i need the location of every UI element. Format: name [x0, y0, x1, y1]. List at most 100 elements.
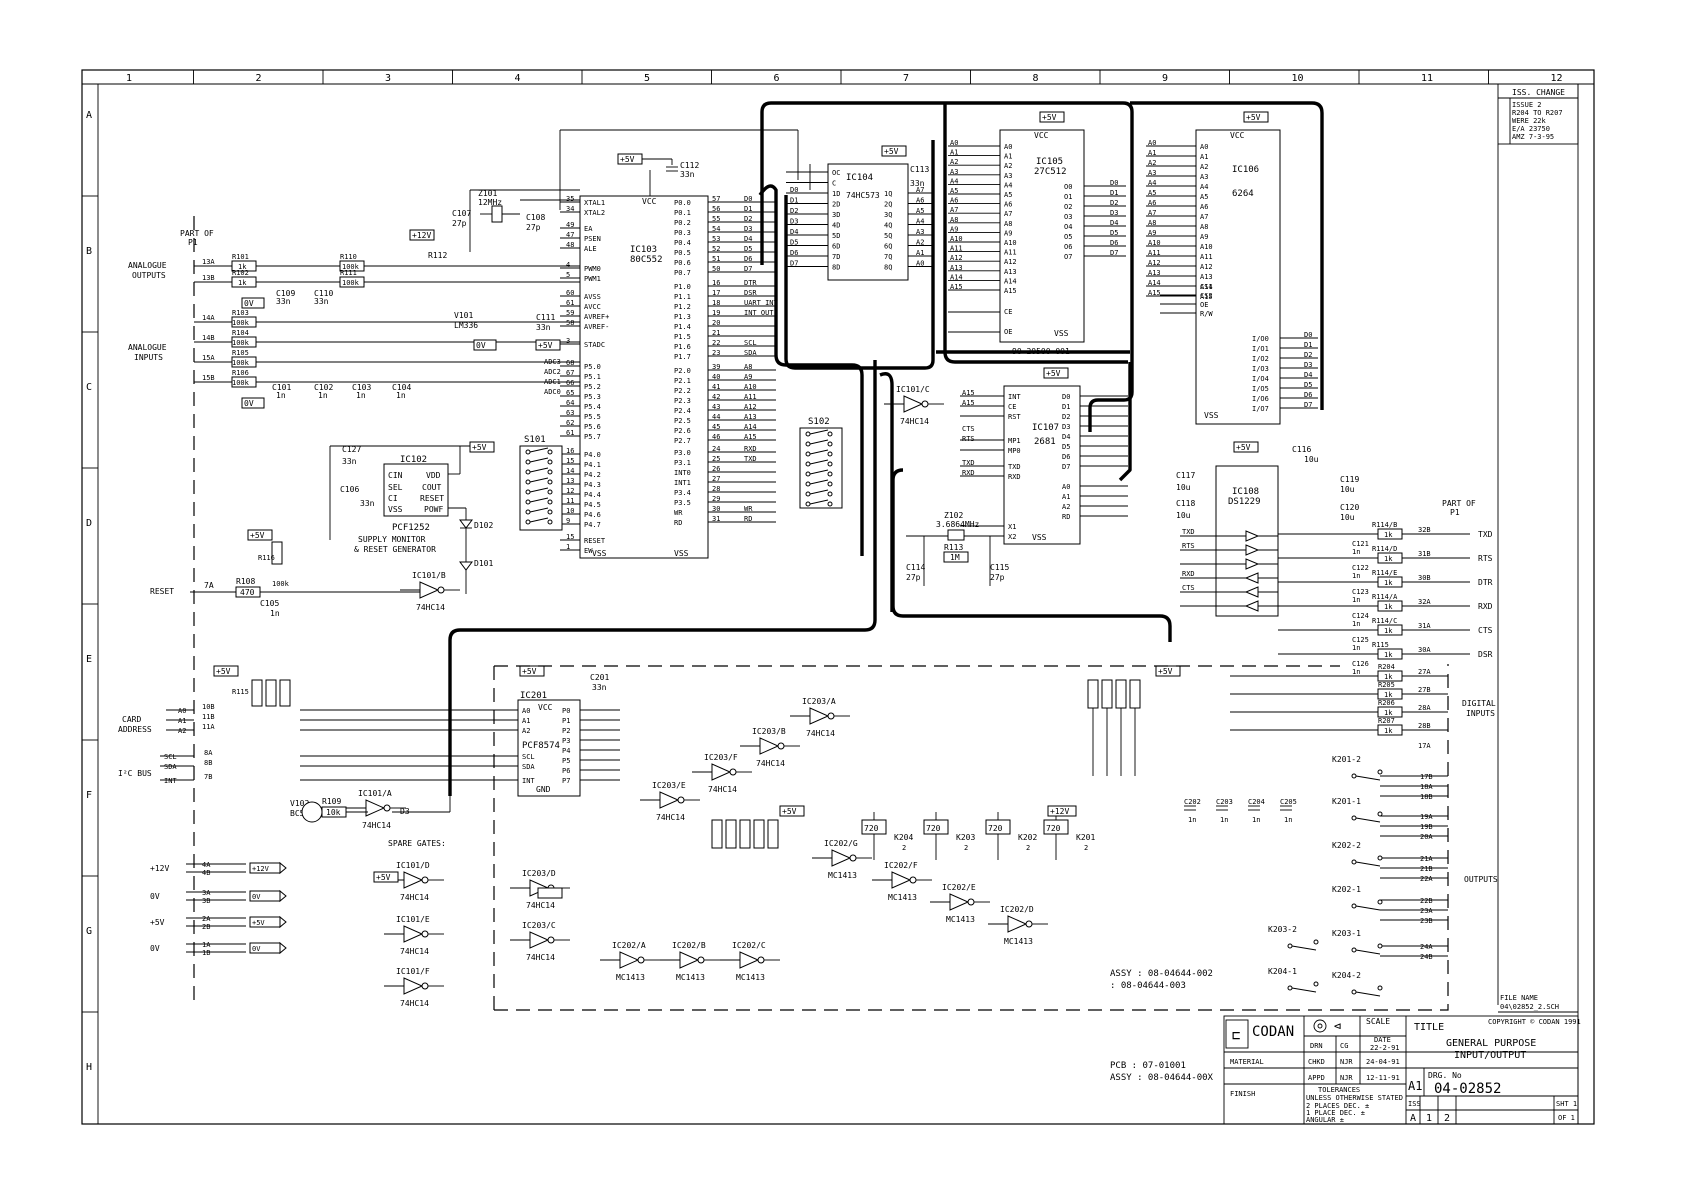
cap-ref: C115 [990, 563, 1009, 572]
pin-label: P4 [562, 747, 570, 755]
pin-label: AVREF+ [584, 313, 609, 321]
net-label: A0 [178, 707, 186, 715]
net-label: A5 [916, 207, 924, 215]
pin-label: 1D [832, 190, 840, 198]
column-label: 2 [256, 73, 262, 84]
pin-label: P3.4 [674, 489, 691, 497]
resistor-value: 100k [232, 339, 250, 347]
pin-label: PWM0 [584, 265, 601, 273]
connector-pin: 19A [1420, 813, 1433, 821]
drn-by: CG [1340, 1042, 1348, 1050]
pin-label: P3.5 [674, 499, 691, 507]
tolerances-line: UNLESS OTHERWISE STATED [1306, 1094, 1403, 1102]
coil-value: 720 [926, 824, 941, 833]
connector-pin: 8A [204, 749, 213, 757]
net-label: A4 [916, 218, 924, 226]
gate-symbol [403, 977, 424, 995]
gate-part: 74HC14 [900, 417, 929, 426]
cap-value: 1n [270, 609, 280, 618]
pin-number: 23 [712, 349, 720, 357]
ic107-pins: INTCERSTMP1MP0TXDRXDX1X2A15A15CTSRTSTXDR… [960, 389, 1128, 541]
pin-label: P2.7 [674, 437, 691, 445]
pin-label: 8D [832, 264, 840, 272]
row-label: H [86, 1062, 92, 1073]
net-label: A6 [950, 197, 958, 205]
pin-number: 25 [712, 455, 720, 463]
pin-label: D0 [1062, 393, 1070, 401]
connector-pin: 1A [202, 941, 211, 949]
pin-label: 7D [832, 253, 840, 261]
switch-lever [529, 487, 549, 493]
relay-contact [1377, 899, 1383, 905]
crystal-z101: Z101 12MHz C107 27p C108 27p [452, 189, 580, 252]
cap-value: 33n [276, 297, 291, 306]
r202-resistors [711, 819, 779, 849]
scale-label: SCALE [1366, 1017, 1390, 1026]
revision-line: ISSUE 2 [1512, 101, 1542, 109]
net-label: D5 [744, 245, 752, 253]
coil-value: 720 [988, 824, 1003, 833]
pin-label: P4.3 [584, 481, 601, 489]
switch-lever [529, 457, 549, 463]
connector-pin: 15B [202, 374, 215, 382]
pin-label: I/O1 [1252, 345, 1269, 353]
cap-ref: C205 [1280, 798, 1297, 806]
resistor-ref: R111 [340, 269, 357, 277]
pin-label: 4Q [884, 222, 892, 230]
pin-label: A9 [1200, 233, 1208, 241]
pin-number: 47 [566, 231, 574, 239]
pin-number: 28 [712, 485, 720, 493]
relay-lever [1355, 775, 1381, 781]
pin-label: A2 [1004, 162, 1012, 170]
power-label: 0V [150, 944, 160, 953]
assy-note: : 08-04644-003 [1110, 981, 1186, 991]
pin-number: 15 [566, 457, 574, 465]
cap-ref: C122 [1352, 564, 1369, 572]
pin-label: A0 [522, 707, 530, 715]
pin-number: 30 [712, 505, 720, 513]
appd-date: 12-11-91 [1366, 1074, 1400, 1082]
ic103-ref: IC103 [630, 245, 657, 255]
cap-ref: C124 [1352, 612, 1369, 620]
pin-label: P1.7 [674, 353, 691, 361]
connector-pin: 2B [202, 923, 210, 931]
net-label: D2 [744, 215, 752, 223]
resistor-value: 100k [232, 359, 250, 367]
connector-pin: 18B [1420, 793, 1433, 801]
connector-pin: 11A [202, 723, 215, 731]
connector-pin: 23A [1420, 907, 1433, 915]
cap-value: 33n [360, 499, 375, 508]
pin-label: P4.2 [584, 471, 601, 479]
net-label: A12 [744, 403, 757, 411]
net-label: D2 [1304, 351, 1312, 359]
gate-part: 74HC14 [400, 999, 429, 1008]
pin-label: COUT [422, 483, 441, 492]
gate-part: MC1413 [736, 973, 765, 982]
cap-ref: C105 [260, 599, 279, 608]
spare-gates-label: SPARE GATES: [388, 839, 446, 848]
analogue-outputs-label: OUTPUTS [132, 271, 166, 280]
assy-note: ASSY : 08-04644-002 [1110, 969, 1213, 979]
net-label: D0 [1304, 331, 1312, 339]
cap-ref: C203 [1216, 798, 1233, 806]
gate-ref: IC101/E [396, 915, 430, 924]
supply-tag: +5V [1158, 667, 1173, 676]
ic107-part: 2681 [1034, 437, 1056, 447]
net-label: D7 [1110, 249, 1118, 257]
gate-part: MC1413 [676, 973, 705, 982]
switch-ref: S102 [808, 417, 830, 427]
switch-contact [827, 431, 833, 437]
switch-contact [805, 451, 811, 457]
cap-ref: C127 [342, 445, 361, 454]
connector-pin: 7A [204, 581, 214, 590]
connector-pin: 3B [202, 897, 210, 905]
supply-tag: +5V [376, 873, 391, 882]
pin-label: P1.6 [674, 343, 691, 351]
analogue-section: PART OF P1 ANALOGUE OUTPUTS ANALOGUE INP… [128, 229, 580, 409]
switch-lever [529, 477, 549, 483]
pin-label: MP1 [1008, 437, 1021, 445]
cap-value: 10u [1176, 483, 1191, 492]
ic106-pins: A0A0A1A1A2A2A3A3A4A4A5A5A6A6A7A7A8A8A9A9… [1146, 139, 1318, 413]
